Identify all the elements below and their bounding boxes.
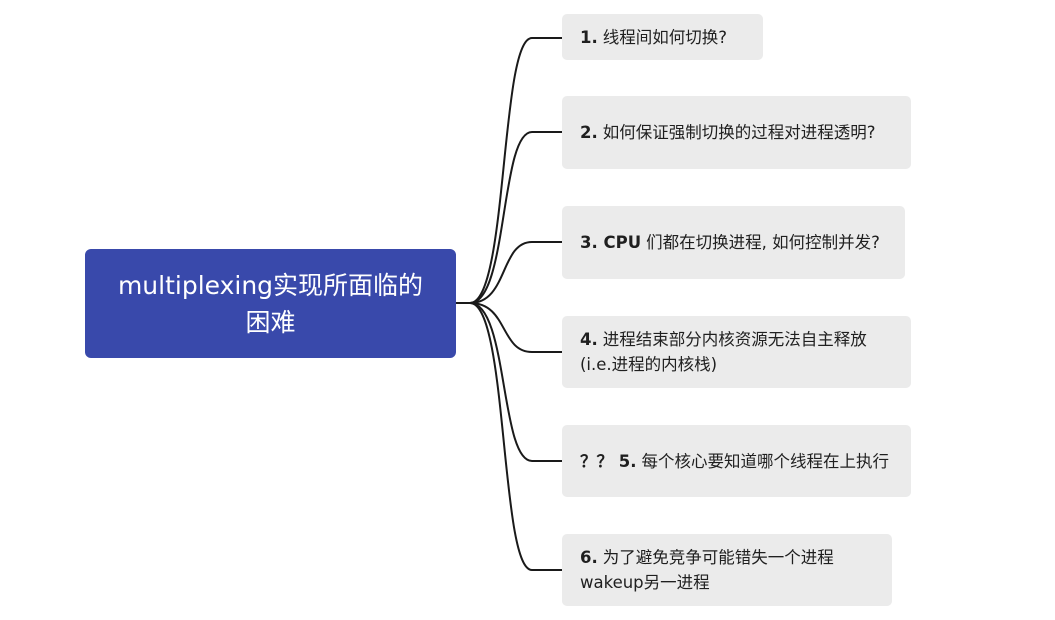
branch-topic-1-text: 线程间如何切换?	[602, 27, 728, 47]
branch-topic-5[interactable]: ？？ 5.每个核心要知道哪个线程在上执行	[562, 425, 911, 497]
branch-topic-2-text: 如何保证强制切换的过程对进程透明?	[602, 123, 876, 142]
root-topic-label: multiplexing实现所面临的困难	[117, 270, 424, 337]
branch-topic-3-number: 3. CPU	[580, 233, 642, 252]
branch-topic-5-label: ？？ 5.每个核心要知道哪个线程在上执行	[580, 449, 889, 474]
branch-topic-3-text: 们都在切换进程, 如何控制并发?	[646, 233, 880, 252]
branch-topic-2-label: 2.如何保证强制切换的过程对进程透明?	[580, 120, 876, 145]
branch-topic-6[interactable]: 6.为了避免竞争可能错失一个进程wakeup另一进程	[562, 534, 892, 606]
connector-line-6	[469, 302, 562, 571]
branch-topic-2[interactable]: 2.如何保证强制切换的过程对进程透明?	[562, 96, 911, 169]
branch-topic-6-text: 为了避免竞争可能错失一个进程wakeup另一进程	[580, 548, 834, 592]
branch-topic-1-label: 1.线程间如何切换?	[580, 25, 727, 50]
connector-line-3	[469, 241, 562, 304]
connector-line-1	[469, 37, 562, 304]
branch-topic-4[interactable]: 4.进程结束部分内核资源无法自主释放(i.e.进程的内核栈)	[562, 316, 911, 388]
branch-topic-5-number: ？？ 5.	[580, 451, 637, 471]
root-topic[interactable]: multiplexing实现所面临的困难	[85, 249, 456, 358]
branch-topic-1[interactable]: 1.线程间如何切换?	[562, 14, 763, 60]
branch-topic-5-text: 每个核心要知道哪个线程在上执行	[641, 451, 890, 471]
branch-topic-6-label: 6.为了避免竞争可能错失一个进程wakeup另一进程	[580, 545, 874, 595]
branch-topic-1-number: 1.	[580, 27, 598, 47]
branch-topic-4-number: 4.	[580, 330, 598, 349]
connector-line-2	[469, 131, 562, 304]
connector-line-4	[469, 302, 562, 353]
connector-line-5	[469, 302, 562, 462]
branch-topic-4-text: 进程结束部分内核资源无法自主释放(i.e.进程的内核栈)	[580, 330, 867, 374]
branch-topic-2-number: 2.	[580, 123, 598, 142]
branch-topic-4-label: 4.进程结束部分内核资源无法自主释放(i.e.进程的内核栈)	[580, 327, 893, 377]
branch-topic-6-number: 6.	[580, 548, 598, 567]
